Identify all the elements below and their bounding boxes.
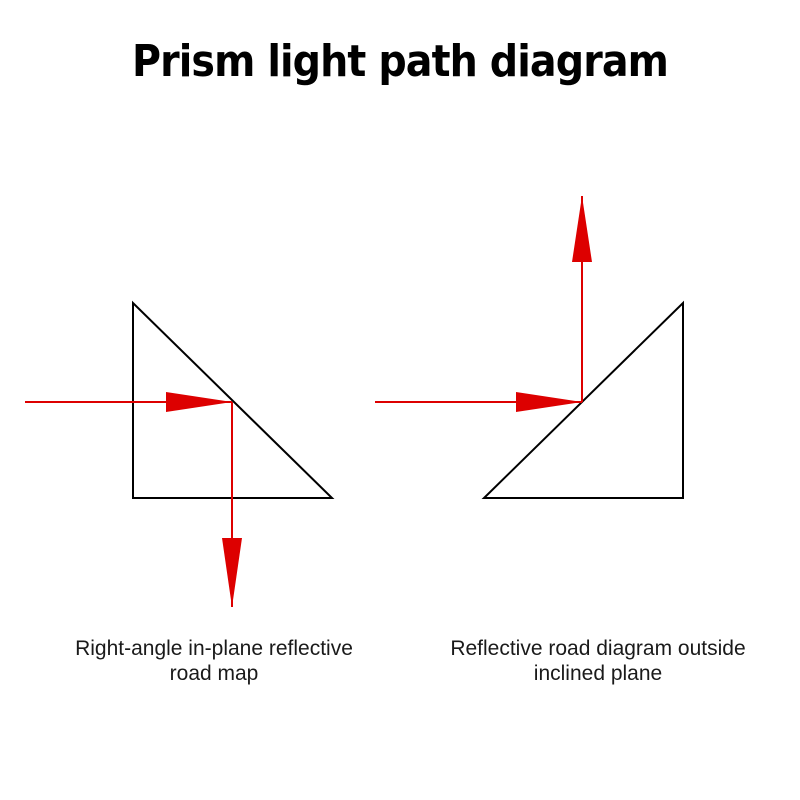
caption-left-line-1: Right-angle in-plane reflective	[75, 637, 353, 660]
caption-left-line-2: road map	[169, 662, 259, 685]
caption-right-line-1: Reflective road diagram outside	[450, 637, 746, 660]
reflected-arrowhead-right	[572, 196, 592, 262]
page-title: Prism light path diagram	[131, 36, 669, 87]
caption-right: Reflective road diagram outside inclined…	[418, 636, 778, 686]
incident-arrowhead-left	[166, 392, 232, 412]
incident-arrowhead-right	[516, 392, 582, 412]
caption-right-line-2: inclined plane	[533, 662, 663, 685]
diagram-right	[375, 196, 684, 499]
reflected-arrowhead-left	[222, 538, 242, 607]
prism-right	[481, 300, 684, 499]
diagram-left	[25, 300, 335, 607]
caption-left: Right-angle in-plane reflective road map	[34, 636, 394, 686]
